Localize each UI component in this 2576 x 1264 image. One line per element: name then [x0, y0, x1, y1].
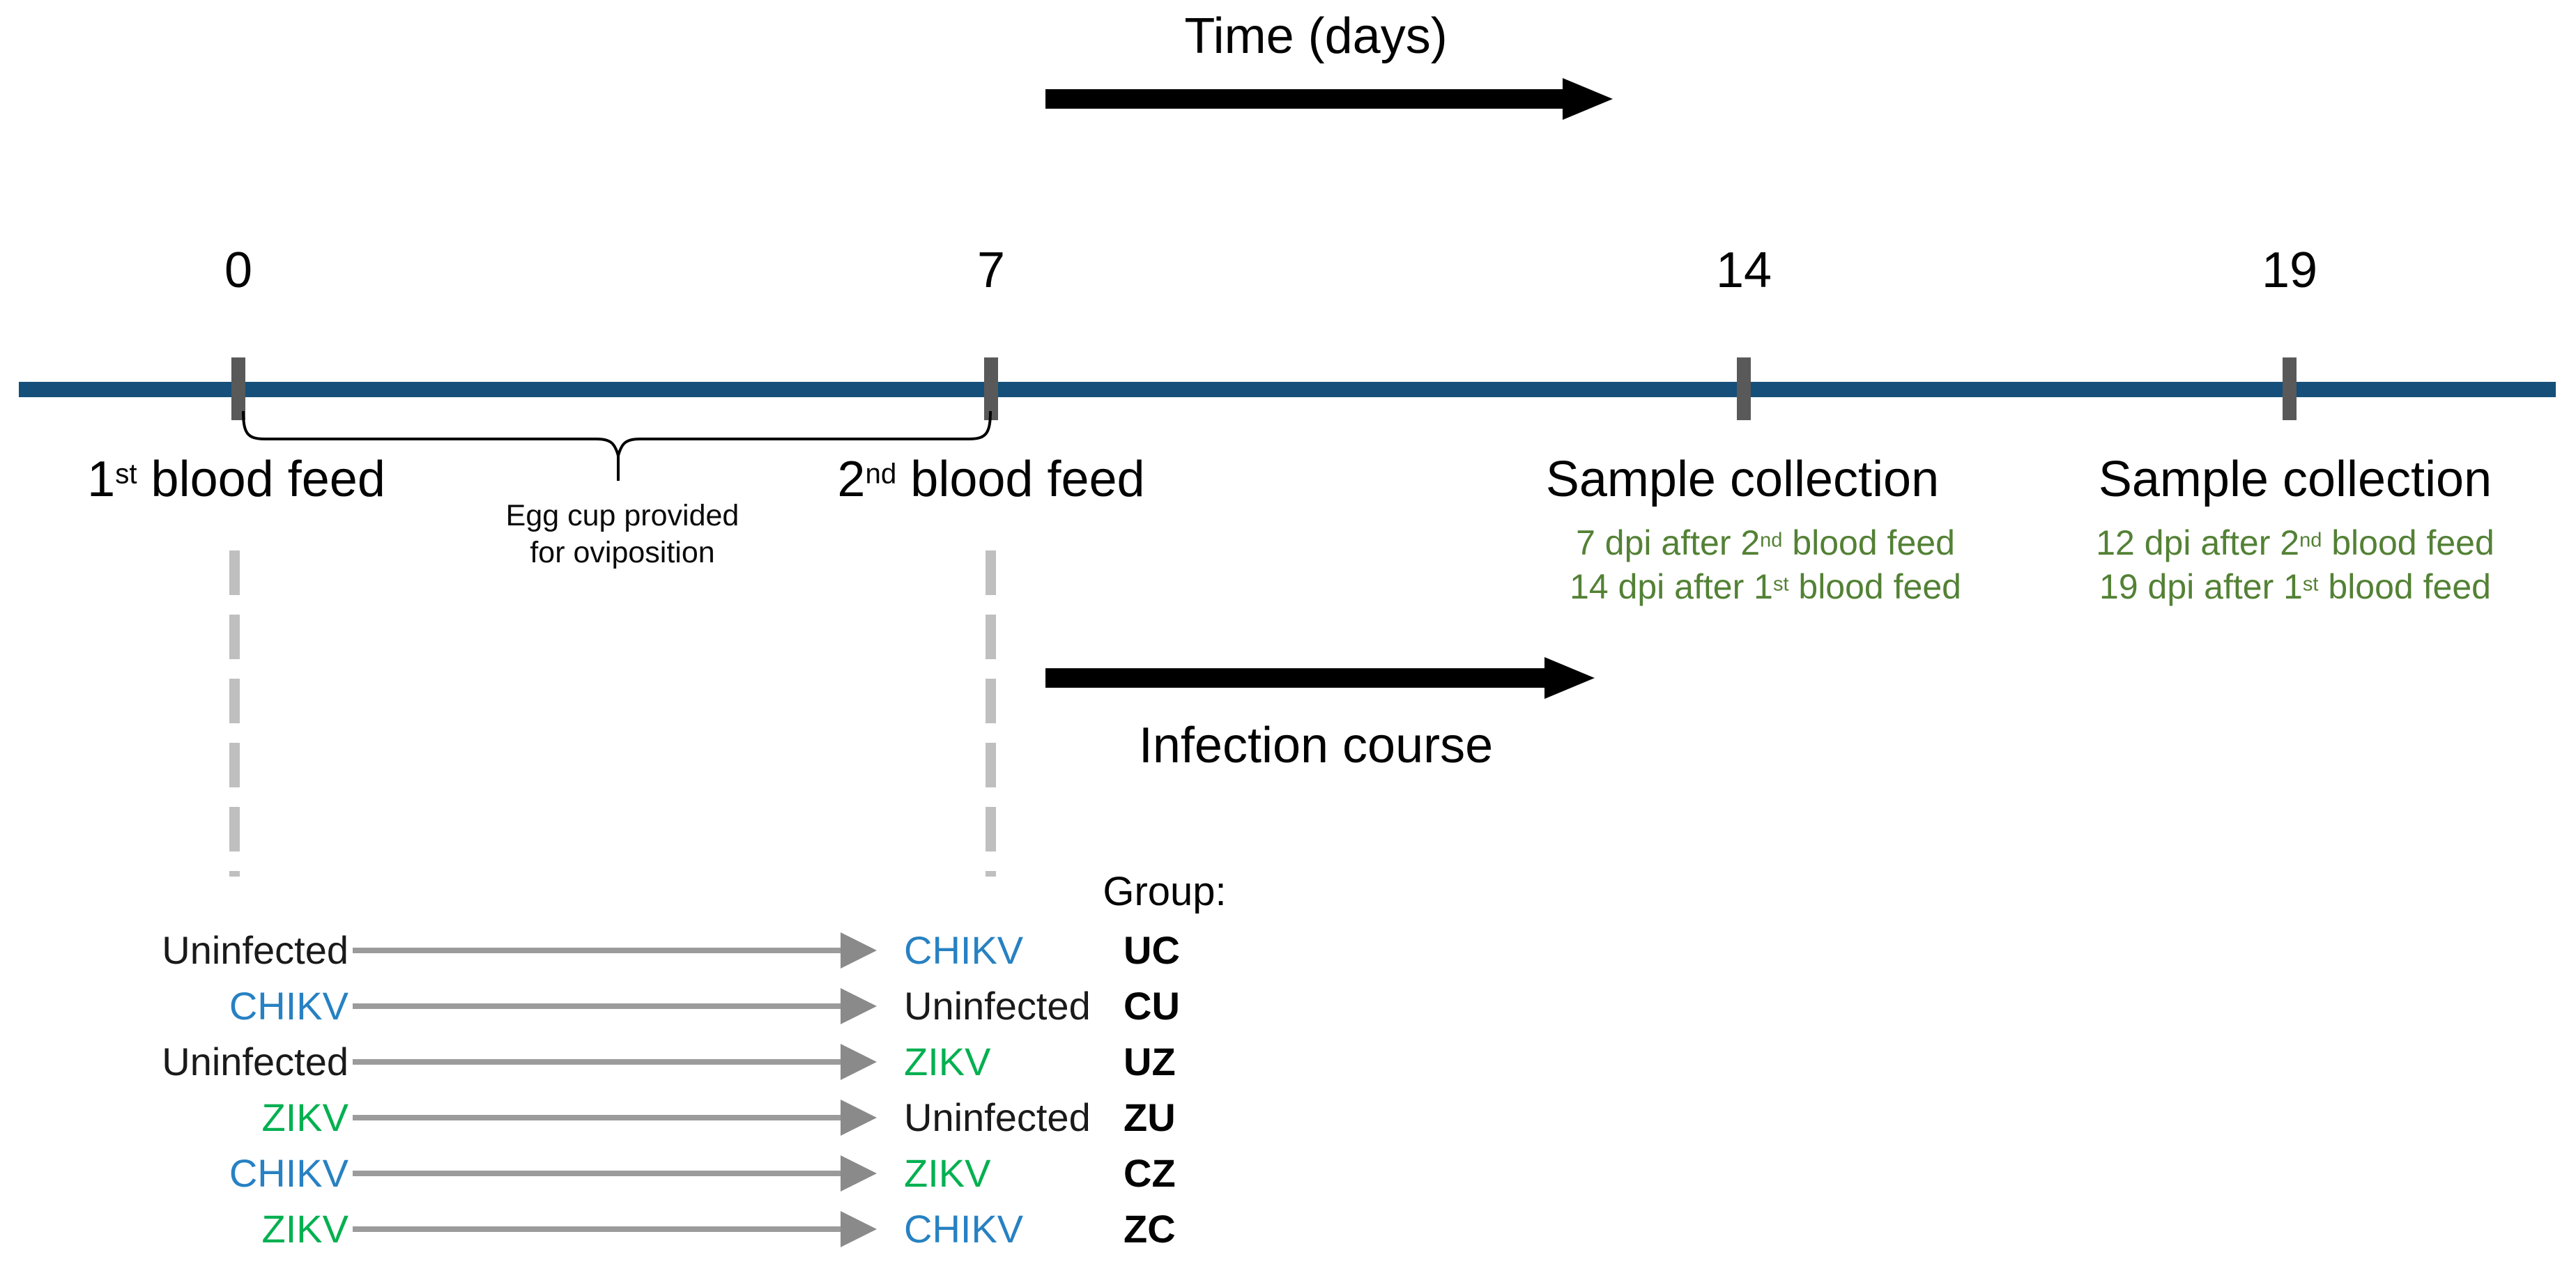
note-ordinal: nd — [2299, 529, 2322, 552]
timeline-bar — [19, 382, 2556, 397]
tick-label-day7: 7 — [976, 242, 1006, 298]
second-blood-feed-ordinal: nd — [865, 457, 897, 490]
first-feed-status: CHIKV — [229, 984, 348, 1028]
second-feed-status: Uninfected — [904, 1095, 1091, 1139]
dpi-notes-day19: 12 dpi after 2nd blood feed 19 dpi after… — [2096, 521, 2494, 609]
note-text: 12 dpi after 2 — [2096, 523, 2300, 562]
second-feed-status: ZIKV — [904, 1151, 991, 1195]
tick-mark-day0 — [231, 357, 245, 420]
first-blood-feed-label: 1st blood feed — [87, 452, 385, 507]
sample-collection-19-label: Sample collection — [2098, 452, 2492, 507]
tick-mark-day7 — [984, 357, 998, 420]
dpi-note-day14-line2: 14 dpi after 1st blood feed — [1570, 565, 1961, 609]
second-blood-feed-label: 2nd blood feed — [837, 452, 1144, 507]
group-code: CZ — [1124, 1151, 1176, 1195]
note-text: blood feed — [2322, 523, 2494, 562]
group-arrow-line — [353, 1171, 841, 1176]
group-code: UZ — [1124, 1040, 1176, 1084]
infection-course-label: Infection course — [1138, 718, 1494, 773]
first-feed-status: ZIKV — [261, 1207, 348, 1251]
sample-collection-14-label: Sample collection — [1545, 452, 1940, 507]
tick-label-day0: 0 — [224, 242, 253, 298]
note-text: blood feed — [2318, 567, 2491, 606]
dashed-guide-day0 — [229, 550, 240, 877]
dpi-note-day19-line2: 19 dpi after 1st blood feed — [2096, 565, 2494, 609]
second-feed-status: Uninfected — [904, 984, 1091, 1028]
group-row-uz: Uninfected ZIKV UZ — [0, 1040, 2576, 1084]
group-arrow-head-icon — [841, 1155, 877, 1192]
group-code: UC — [1124, 928, 1180, 972]
group-arrow-line — [353, 948, 841, 953]
first-blood-feed-num: 1 — [87, 452, 116, 507]
group-arrow-head-icon — [841, 932, 877, 969]
group-arrow-head-icon — [841, 988, 877, 1024]
dpi-note-day19-line1: 12 dpi after 2nd blood feed — [2096, 521, 2494, 565]
first-feed-status: CHIKV — [229, 1151, 348, 1195]
group-arrow-line — [353, 1226, 841, 1232]
first-feed-status: Uninfected — [162, 928, 348, 972]
note-text: blood feed — [1788, 567, 1961, 606]
group-row-uc: Uninfected CHIKV UC — [0, 929, 2576, 972]
tick-mark-day19 — [2283, 357, 2297, 420]
group-code: CU — [1124, 984, 1180, 1028]
second-blood-feed-num: 2 — [837, 452, 866, 507]
first-blood-feed-ordinal: st — [115, 457, 137, 490]
egg-cup-line1: Egg cup provided — [505, 499, 739, 532]
group-row-zu: ZIKV Uninfected ZU — [0, 1096, 2576, 1139]
tick-label-day19: 19 — [2261, 242, 2318, 298]
brace-oviposition-period — [242, 410, 992, 481]
egg-cup-line2: for oviposition — [530, 536, 715, 569]
note-text: blood feed — [1782, 523, 1955, 562]
time-arrow-head-icon — [1563, 78, 1613, 120]
tick-mark-day14 — [1737, 357, 1751, 420]
group-arrow-head-icon — [841, 1100, 877, 1136]
note-text: 7 dpi after 2 — [1576, 523, 1761, 562]
note-text: 19 dpi after 1 — [2099, 567, 2303, 606]
group-row-zc: ZIKV CHIKV ZC — [0, 1208, 2576, 1251]
first-feed-status: Uninfected — [162, 1040, 348, 1084]
group-arrow-line — [353, 1003, 841, 1009]
first-feed-status: ZIKV — [261, 1095, 348, 1139]
second-feed-status: ZIKV — [904, 1040, 991, 1084]
group-arrow-line — [353, 1059, 841, 1065]
group-row-cz: CHIKV ZIKV CZ — [0, 1152, 2576, 1195]
egg-cup-annotation: Egg cup provided for oviposition — [506, 498, 739, 571]
time-axis-title: Time (days) — [1184, 8, 1448, 64]
first-blood-feed-text: blood feed — [137, 452, 385, 507]
note-ordinal: st — [2302, 573, 2319, 596]
time-arrow — [1045, 89, 1563, 109]
dpi-notes-day14: 7 dpi after 2nd blood feed 14 dpi after … — [1570, 521, 1961, 609]
note-ordinal: nd — [1760, 529, 1783, 552]
tick-label-day14: 14 — [1715, 242, 1772, 298]
second-feed-status: CHIKV — [904, 1207, 1024, 1251]
second-blood-feed-text: blood feed — [896, 452, 1145, 507]
group-arrow-head-icon — [841, 1044, 877, 1080]
infection-course-arrow — [1045, 668, 1544, 688]
note-ordinal: st — [1772, 573, 1789, 596]
note-text: 14 dpi after 1 — [1570, 567, 1773, 606]
group-header: Group: — [1103, 869, 1227, 914]
group-row-cu: CHIKV Uninfected CU — [0, 985, 2576, 1028]
second-feed-status: CHIKV — [904, 928, 1024, 972]
group-arrow-head-icon — [841, 1211, 877, 1247]
infection-course-arrow-head-icon — [1544, 657, 1595, 699]
group-code: ZC — [1124, 1207, 1176, 1251]
group-arrow-line — [353, 1115, 841, 1120]
dashed-guide-day7 — [986, 550, 996, 877]
dpi-note-day14-line1: 7 dpi after 2nd blood feed — [1570, 521, 1961, 565]
group-code: ZU — [1124, 1095, 1176, 1139]
